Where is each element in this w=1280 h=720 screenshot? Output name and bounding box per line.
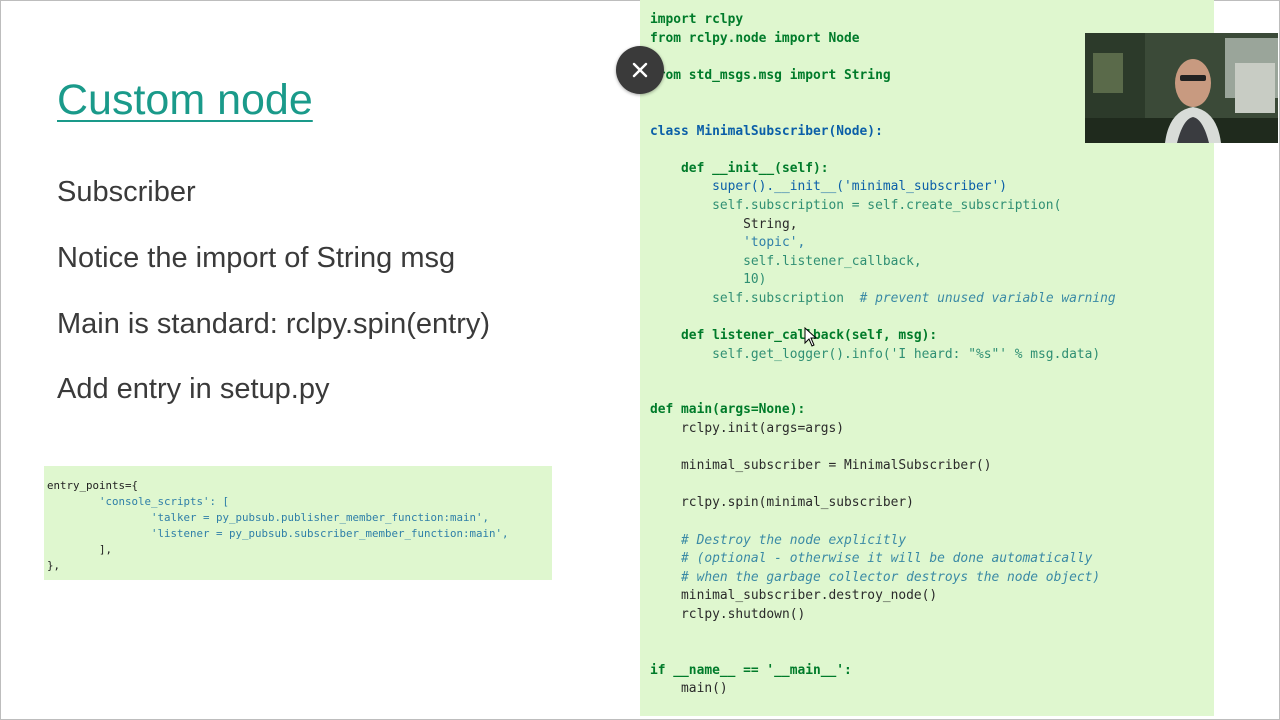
- code-line-12: String,: [743, 216, 798, 232]
- code-line-29: # Destroy the node explicitly: [681, 532, 907, 548]
- code-line-25: minimal_subscriber = MinimalSubscriber(): [681, 458, 992, 474]
- code-line-30: # (optional - otherwise it will be done …: [681, 551, 1093, 567]
- code-line-37: main(): [681, 681, 728, 697]
- presenter-video-icon: [1085, 33, 1278, 143]
- entry-points-code-block: entry_points={ 'console_scripts': [ 'tal…: [44, 466, 552, 580]
- mouse-pointer-icon: [804, 327, 818, 347]
- bullet-import-note: Notice the import of String msg: [57, 242, 456, 274]
- code-line-15: 10): [743, 272, 767, 288]
- entry-line: 'console_scripts': [: [47, 495, 230, 508]
- code-line-36: if __name__ == '__main__':: [650, 662, 852, 678]
- entry-line: entry_points={: [47, 479, 139, 492]
- code-line-10: super().__init__('minimal_subscriber'): [712, 179, 1008, 195]
- code-line-2: from rclpy.node import Node: [650, 30, 860, 46]
- code-line-32: minimal_subscriber.destroy_node(): [681, 588, 938, 604]
- code-line-19: self.get_logger().info('I heard: "%s"' %…: [712, 346, 1101, 362]
- code-line-16: self.subscription: [712, 290, 845, 306]
- code-comment-16: # prevent unused variable warning: [859, 290, 1116, 306]
- code-line-27: rclpy.spin(minimal_subscriber): [681, 495, 914, 511]
- code-line-1: import rclpy: [650, 12, 744, 27]
- code-line-33: rclpy.shutdown(): [681, 607, 806, 622]
- code-line-11: self.subscription = self.create_subscrip…: [712, 197, 1062, 213]
- bullet-main-standard: Main is standard: rclpy.spin(entry): [57, 308, 491, 340]
- slide-title[interactable]: Custom node: [57, 76, 313, 124]
- code-line-31: # when the garbage collector destroys th…: [681, 569, 1101, 585]
- bullet-subscriber: Subscriber: [57, 176, 196, 208]
- close-icon: [632, 62, 648, 78]
- webcam-overlay: [1085, 33, 1278, 143]
- bullet-add-entry: Add entry in setup.py: [57, 373, 330, 405]
- entry-line: 'listener = py_pubsub.subscriber_member_…: [47, 527, 509, 540]
- code-line-4: from std_msgs.msg import String: [650, 67, 891, 83]
- close-button[interactable]: [616, 46, 664, 94]
- entry-line: 'talker = py_pubsub.publisher_member_fun…: [47, 511, 490, 524]
- code-line-23: rclpy.init(args=args): [681, 421, 845, 437]
- code-line-13: 'topic',: [743, 235, 806, 251]
- entry-line: ],: [47, 543, 113, 556]
- code-line-9: def __init__(self):: [681, 160, 829, 176]
- code-line-14: self.listener_callback,: [743, 253, 922, 269]
- code-line-18: def listener_callback(self, msg):: [681, 328, 938, 344]
- entry-line: },: [47, 559, 61, 572]
- code-line-22: def main(args=None):: [650, 402, 806, 418]
- code-line-7: class MinimalSubscriber(Node):: [650, 123, 883, 139]
